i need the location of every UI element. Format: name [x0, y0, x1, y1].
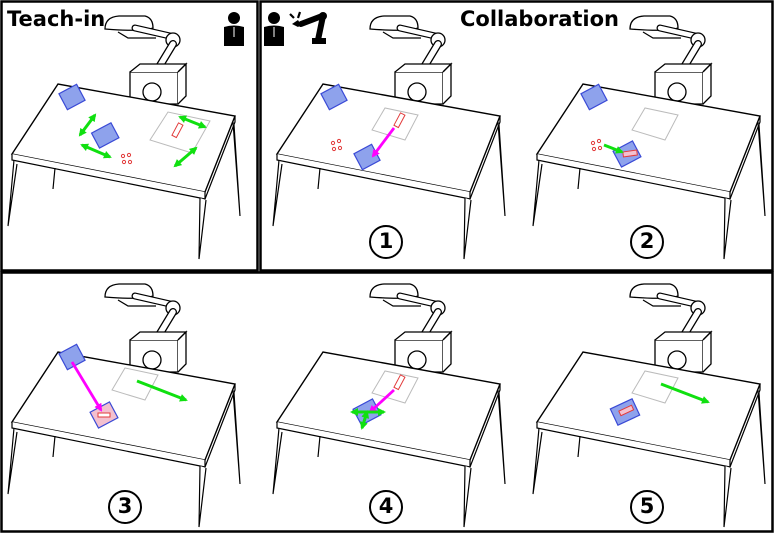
collaboration-frame-top: [259, 0, 774, 272]
teach-in-frame: [0, 0, 259, 272]
step-5-scene: [533, 284, 765, 527]
step-1-badge: 1: [369, 225, 403, 259]
collaboration-title: Collaboration: [460, 7, 620, 31]
collaboration-frame-bottom: [0, 271, 774, 533]
teach-in-human-icon: [224, 12, 244, 46]
teach-in-title: Teach-in: [7, 7, 106, 31]
step-3-badge: 3: [108, 490, 142, 524]
collaboration-human-icon: [264, 12, 284, 46]
robot-arm-icon: [289, 11, 327, 44]
step-4-badge: 4: [369, 490, 403, 524]
step-2-badge: 2: [630, 225, 664, 259]
step-5-badge: 5: [630, 490, 664, 524]
step-4-scene: [273, 284, 505, 527]
step-1-scene: [273, 16, 505, 259]
step-3-scene: [8, 284, 240, 527]
step-2-scene: [533, 16, 765, 259]
teach-in-scene: [8, 16, 240, 259]
